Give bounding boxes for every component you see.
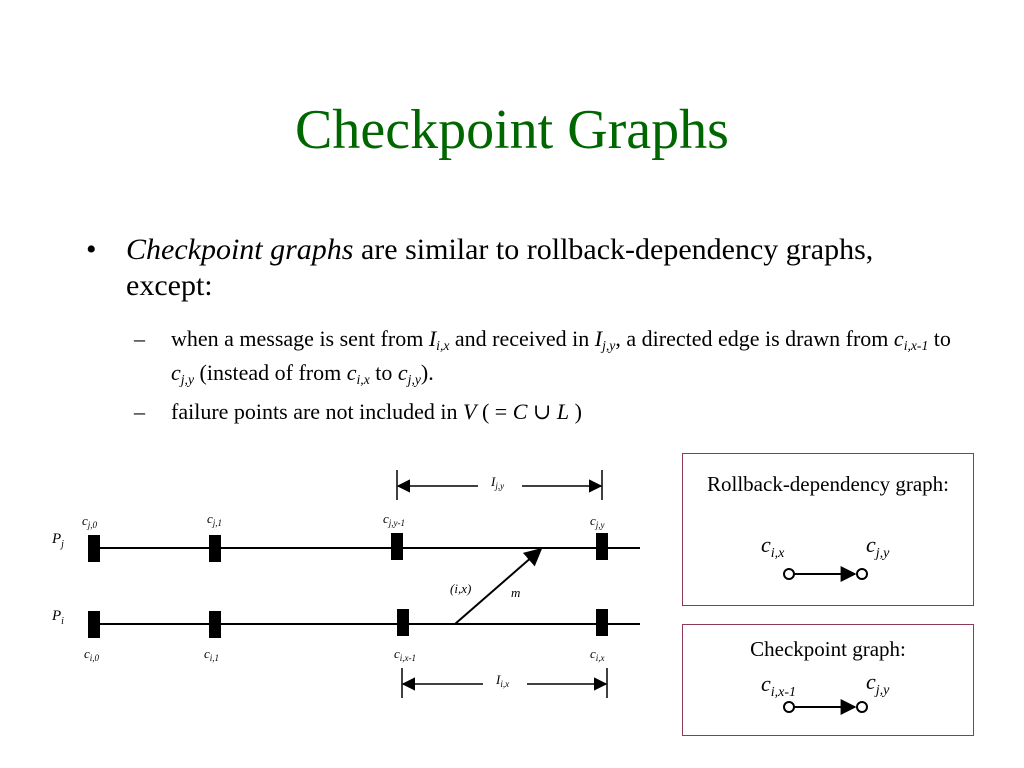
bullet-main: • Checkpoint graphs are similar to rollb…	[86, 232, 946, 304]
label-cjy: cj,y	[590, 513, 605, 530]
subscript: i,x	[356, 372, 370, 388]
checkpoint-j0	[88, 535, 100, 562]
box2-edge-diagram: ci,x-1 cj,y	[761, 669, 890, 715]
subscript: j,y	[407, 372, 421, 388]
text-fragment: , a directed edge is drawn from	[615, 326, 894, 351]
checkpoint-symbol: c	[171, 360, 181, 386]
sub-bullet-failure-text: failure points are not included in V ( =…	[171, 395, 954, 429]
text-fragment: to	[928, 326, 951, 351]
sub-bullet-dash: –	[134, 399, 145, 424]
checkpoint-graph-box: Checkpoint graph: ci,x-1 cj,y	[682, 624, 974, 736]
interval-top-label: Ij,y	[490, 474, 504, 491]
text-fragment: when a message is sent from	[171, 326, 429, 351]
event-label: (i,x)	[450, 581, 471, 596]
slide-title: Checkpoint Graphs	[295, 99, 729, 161]
box1-caption: Rollback-dependency graph:	[707, 472, 949, 496]
text-fragment: to	[369, 360, 398, 386]
checkpoint-jy-1	[391, 533, 403, 560]
interval-bottom-label: Ii,x	[495, 672, 509, 689]
process-i-label: Pi	[51, 608, 64, 627]
label-ci1: ci,1	[204, 646, 219, 663]
checkpoint-ix-1	[397, 609, 409, 636]
sub-bullet-dash: –	[134, 326, 145, 351]
label-cix: ci,x	[590, 646, 605, 663]
set-c: C	[512, 399, 528, 424]
checkpoint-i1	[209, 611, 221, 638]
box1-edge-diagram: ci,x cj,y	[761, 532, 890, 582]
text-fragment: and received in	[449, 326, 595, 351]
box2-to-node	[856, 701, 868, 713]
union-symbol: ∪	[532, 399, 552, 424]
box1-from-node	[783, 568, 795, 580]
text-fragment: )	[569, 399, 582, 424]
box1-from-label: ci,x	[761, 532, 785, 561]
checkpoint-symbol: c	[893, 326, 904, 351]
box2-from-node	[783, 701, 795, 713]
bullet-dot: •	[86, 233, 97, 266]
text-fragment: ( =	[476, 399, 513, 424]
checkpoint-symbol: c	[397, 360, 408, 386]
checkpoint-i0	[88, 611, 100, 638]
text-fragment: failure points are not included in	[171, 399, 464, 424]
set-l: L	[556, 399, 570, 424]
process-j-label: Pj	[51, 531, 64, 550]
message-arrow	[454, 547, 543, 625]
subscript: j,y	[602, 338, 616, 354]
sub-bullet-failure-points: – failure points are not included in V (…	[134, 395, 954, 429]
set-v: V	[463, 399, 477, 424]
bullet-main-rest: are similar to rollback-dependency graph…	[126, 233, 874, 302]
text-fragment: (instead of from	[194, 360, 347, 386]
checkpoint-jy	[596, 533, 608, 560]
box1-to-node	[856, 568, 868, 580]
subscript: j,y	[180, 372, 195, 388]
message-label: m	[511, 585, 520, 600]
label-cjy-1: cj,y-1	[383, 511, 405, 528]
interval-symbol: I	[428, 326, 437, 351]
sub-bullet-edge-rule: – when a message is sent from Ii,x and r…	[134, 322, 954, 390]
subscript: i,x-1	[903, 338, 929, 354]
label-cj1: cj,1	[207, 511, 222, 528]
label-cix-1: ci,x-1	[394, 646, 416, 663]
box1-to-label: cj,y	[866, 532, 890, 561]
sub-bullet-edge-text: when a message is sent from Ii,x and rec…	[171, 322, 954, 390]
box2-to-label: cj,y	[866, 669, 890, 698]
label-ci0: ci,0	[84, 646, 100, 663]
interval-symbol: I	[594, 326, 603, 351]
rollback-dependency-graph-box: Rollback-dependency graph: ci,x cj,y	[682, 453, 974, 606]
box2-caption: Checkpoint graph:	[750, 637, 906, 661]
checkpoint-symbol: c	[346, 360, 357, 386]
bullet-main-text: Checkpoint graphs are similar to rollbac…	[126, 232, 946, 304]
text-fragment: ).	[420, 360, 434, 386]
term-checkpoint-graphs: Checkpoint graphs	[126, 233, 354, 266]
checkpoint-j1	[209, 535, 221, 562]
label-cj0: cj,0	[82, 513, 98, 530]
box2-from-label: ci,x-1	[761, 671, 796, 700]
subscript: i,x	[436, 338, 450, 354]
checkpoint-ix	[596, 609, 608, 636]
